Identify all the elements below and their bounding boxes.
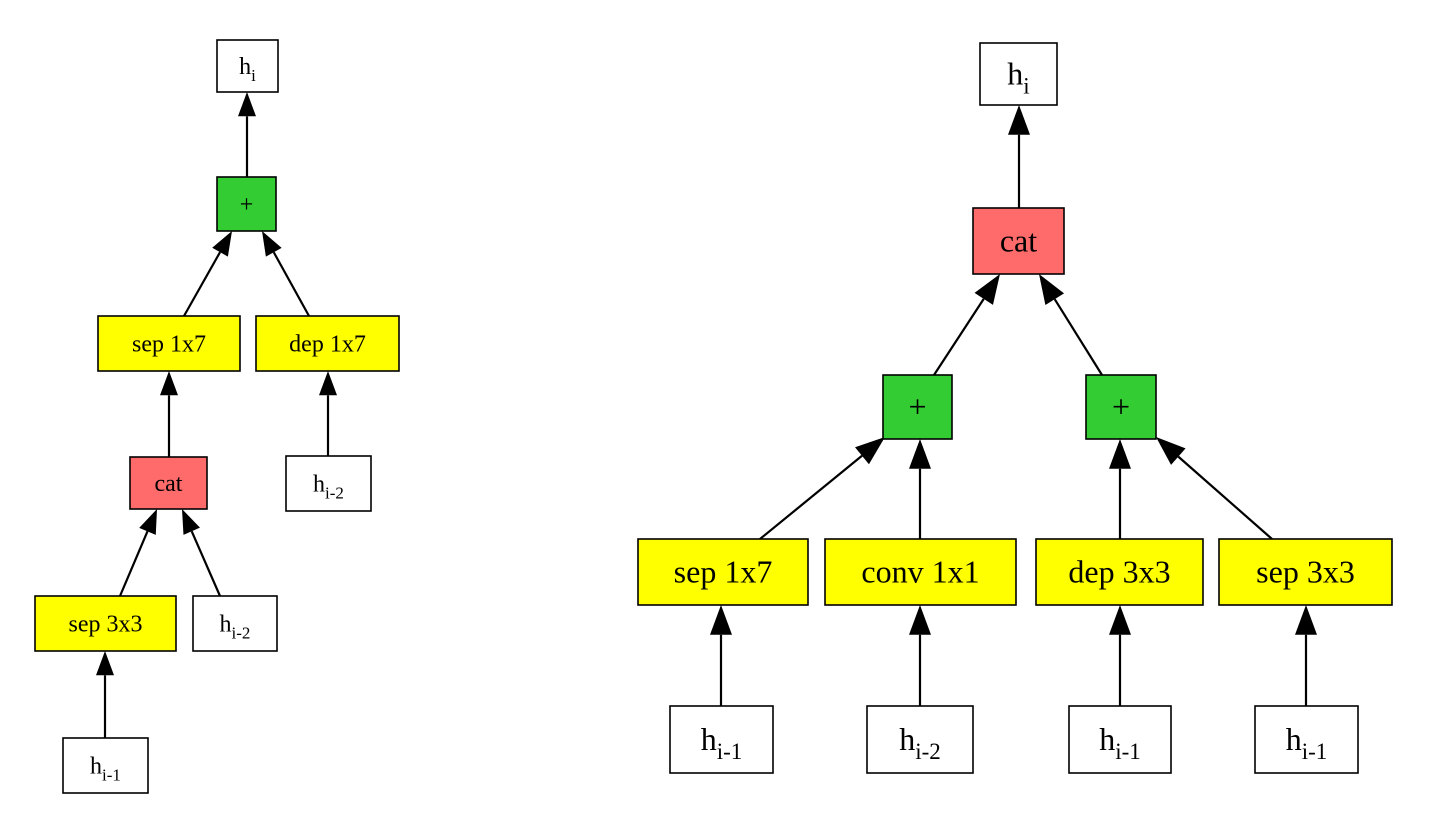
node-input: hi-1 (1254, 705, 1359, 774)
node-label: hi-2 (313, 471, 344, 502)
node-box (824, 538, 1017, 606)
node-input: hi-2 (866, 705, 974, 774)
edge-arrow (1008, 105, 1030, 208)
node-box (1035, 538, 1204, 606)
edge-arrow (238, 92, 256, 177)
node-label: conv 1x1 (861, 554, 979, 590)
right-cell-diagram: hi cat + + sep 1x7 conv 1x1 dep 3x3 sep 3x3 hi-1… (637, 42, 1393, 774)
edge-arrow (1109, 605, 1131, 706)
node-input: hi-1 (1068, 705, 1172, 774)
node-op-sep-3x3: sep 3x3 (34, 595, 177, 652)
node-label: hi-1 (90, 753, 121, 784)
node-box (866, 705, 974, 774)
node-op-sep-3x3: sep 3x3 (1218, 538, 1393, 606)
node-op-dep-1x7: dep 1x7 (255, 315, 400, 372)
edge-arrow (118, 509, 157, 597)
edge-arrow (759, 437, 885, 540)
edge-arrow (96, 651, 114, 738)
node-add: + (216, 176, 277, 232)
node-label: dep 1x7 (289, 331, 366, 357)
node-label: hi (239, 54, 256, 85)
node-box (669, 705, 774, 774)
node-add: + (882, 374, 953, 440)
node-label: + (908, 389, 926, 425)
edge-arrow (710, 605, 732, 706)
node-box (1218, 538, 1393, 606)
node-op-dep-3x3: dep 3x3 (1035, 538, 1204, 606)
node-label: hi (1007, 56, 1029, 99)
node-label: + (240, 192, 254, 218)
node-op-sep-1x7: sep 1x7 (637, 538, 809, 606)
node-box (972, 207, 1065, 275)
node-label: cat (1000, 223, 1037, 259)
node-label: sep 1x7 (132, 331, 206, 357)
node-op-sep-1x7: sep 1x7 (97, 315, 241, 372)
node-box (979, 42, 1058, 106)
edge-arrow (1109, 439, 1131, 539)
node-label: hi-1 (701, 721, 743, 764)
node-box (34, 595, 177, 652)
node-input: hi-2 (285, 455, 372, 512)
node-input: hi-1 (669, 705, 774, 774)
node-input: hi (216, 39, 279, 93)
edge-arrow (1039, 274, 1103, 376)
node-box (216, 176, 277, 232)
node-box (1254, 705, 1359, 774)
edge-arrow (1295, 605, 1317, 706)
node-box (97, 315, 241, 372)
node-box (1085, 374, 1157, 440)
node-label: + (1112, 389, 1130, 425)
edge-arrow (183, 231, 232, 317)
edge-arrow (182, 509, 222, 597)
node-box (216, 39, 279, 93)
edge-arrow (933, 274, 1000, 376)
node-label: hi-2 (899, 721, 941, 764)
node-box (1068, 705, 1172, 774)
node-op-conv-1x1: conv 1x1 (824, 538, 1017, 606)
node-label: cat (155, 471, 183, 497)
node-add: + (1085, 374, 1157, 440)
node-input: hi-1 (62, 737, 149, 794)
node-box (129, 456, 208, 510)
node-box (882, 374, 953, 440)
node-input: hi (979, 42, 1058, 106)
left-cell-diagram: hi + sep 1x7 dep 1x7 cat hi-2 sep 3x3 hi-2 hi-1 (34, 39, 400, 794)
node-label: hi-2 (220, 611, 251, 642)
node-box (637, 538, 809, 606)
node-cat: cat (972, 207, 1065, 275)
node-label: dep 3x3 (1068, 554, 1170, 590)
edge-arrow (319, 371, 337, 456)
edge-arrow (909, 605, 931, 706)
node-box (62, 737, 149, 794)
node-box (192, 595, 278, 652)
edge-arrow (262, 231, 310, 317)
node-box (255, 315, 400, 372)
node-input: hi-2 (192, 595, 278, 652)
edge-arrow (160, 371, 178, 457)
node-label: hi-1 (1099, 721, 1141, 764)
node-label: hi-1 (1286, 721, 1328, 764)
edge-arrow (1156, 437, 1273, 540)
node-label: sep 3x3 (1256, 554, 1355, 590)
node-label: sep 3x3 (69, 611, 143, 637)
node-label: sep 1x7 (674, 554, 773, 590)
edge-arrow (909, 439, 931, 539)
node-box (285, 455, 372, 512)
node-cat: cat (129, 456, 208, 510)
